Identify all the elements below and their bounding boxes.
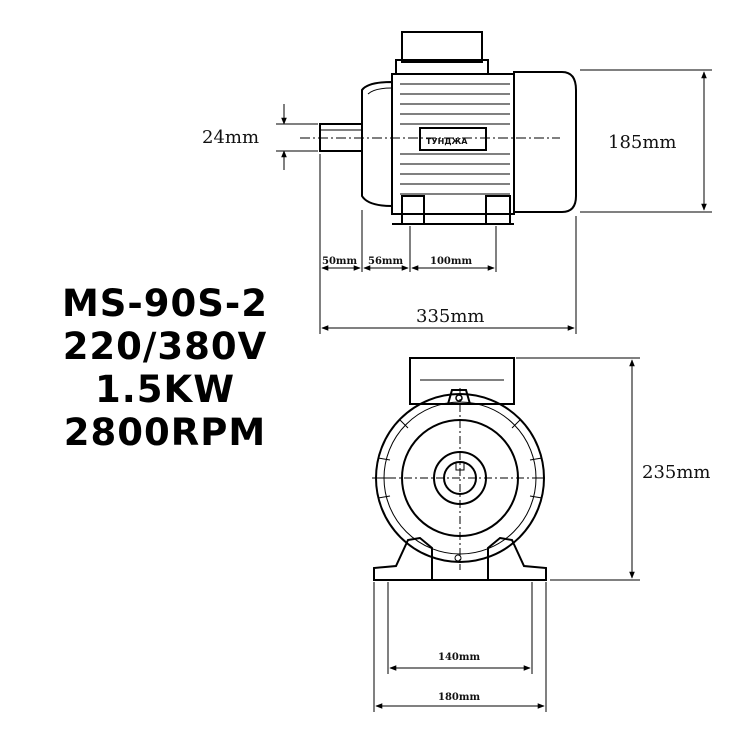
nameplate (419, 127, 487, 151)
shaft-to-foot-label: 56mm (368, 256, 403, 267)
model-label: MS-90S-2 (61, 282, 269, 325)
dim-height-top (580, 69, 712, 213)
side-view (300, 31, 577, 225)
height-top-label: 185mm (608, 132, 677, 153)
foot-left-front (373, 536, 433, 581)
shaft-length-label: 50mm (322, 256, 357, 267)
motor-specs: MS-90S-2 220/380V 1.5KW 2800RPM (20, 282, 310, 454)
shaft-diameter-label: 24mm (202, 127, 259, 148)
foot-spacing-length-label: 100mm (430, 256, 472, 267)
foot-rear-side (485, 195, 511, 225)
front-endshield (361, 80, 393, 208)
lifting-eye (447, 389, 471, 405)
foot-front-side (401, 195, 425, 225)
total-height-label: 235mm (642, 462, 711, 483)
speed-label: 2800RPM (63, 411, 267, 454)
foot-spacing-width-label: 140mm (438, 652, 480, 663)
fan-cover-side (513, 71, 577, 213)
terminal-box-side (401, 31, 483, 63)
dim-foot-width (373, 582, 547, 712)
dim-total-height (516, 357, 640, 581)
dim-shaft-diameter (276, 104, 318, 170)
terminal-box-front (409, 357, 515, 405)
brand-label: ТУНДЖА (426, 137, 468, 146)
power-label: 1.5KW (94, 368, 236, 411)
total-length-label: 335mm (416, 306, 485, 327)
dim-shaft-foot (319, 154, 577, 334)
foot-width-label: 180mm (438, 692, 480, 703)
front-view (372, 357, 548, 581)
foot-right-front (487, 536, 547, 581)
voltage-label: 220/380V (62, 325, 268, 368)
